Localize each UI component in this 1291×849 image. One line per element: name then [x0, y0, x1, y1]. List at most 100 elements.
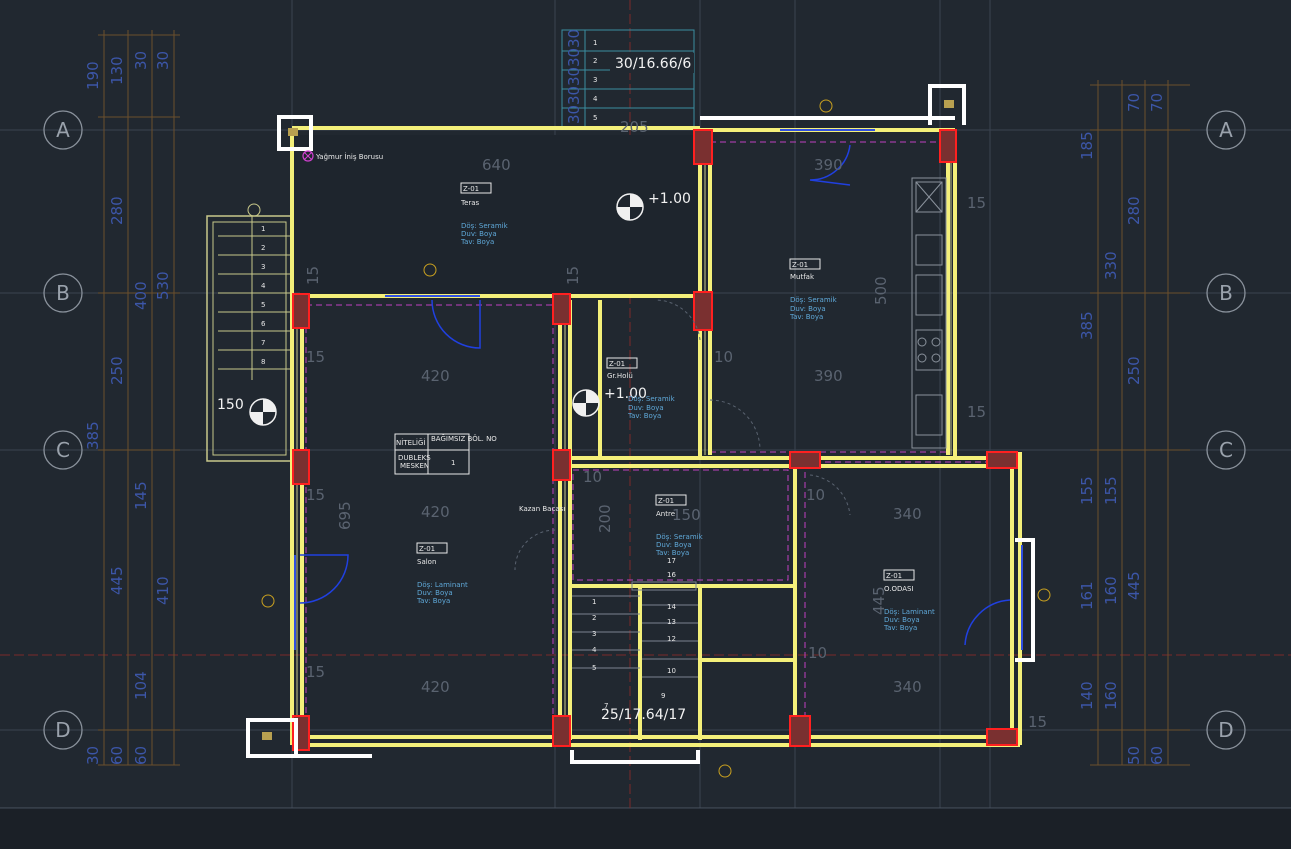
- dim-left-12: 104: [132, 671, 150, 700]
- dim-left-7: 250: [108, 356, 126, 385]
- table-cell-2: 1: [451, 459, 455, 467]
- unit-info-table[interactable]: NİTELİĞİ BAĞIMSIZ BÖL. NO DUBLEKS MESKEN…: [394, 433, 497, 475]
- boiler-flue-label: Kazan Bacası: [519, 505, 565, 513]
- bottom-stair-step-3: 3: [592, 630, 596, 638]
- grid-b-left: B: [56, 281, 70, 305]
- dim-right-11: 160: [1102, 576, 1120, 605]
- dim-left-5: 400: [132, 281, 150, 310]
- room-antre-wall: Duv: Boya: [656, 541, 692, 549]
- room-teras-wall: Duv: Boya: [461, 230, 497, 238]
- left-stair-step-8: 8: [261, 358, 265, 366]
- cad-drawing-viewport[interactable]: 190 130 30 30 280 400 530 250 385 145 44…: [0, 0, 1291, 809]
- dim-left-14: 60: [108, 746, 126, 765]
- red-axis-lines: [0, 0, 1291, 808]
- room-tag-antre[interactable]: Z-01 Antre Döş: Seramik Duv: Boya Tav: B…: [655, 494, 704, 557]
- dim-left-8: 385: [84, 421, 102, 450]
- room-oodasi-ceil: Tav: Boya: [883, 624, 917, 632]
- top-stair-riser-3: 30: [565, 67, 583, 86]
- top-stair-label: 30/16.66/6: [615, 56, 691, 72]
- dim-15e: 15: [306, 663, 325, 681]
- right-dimension-chain: [1090, 80, 1190, 766]
- dim-left-3b: 30: [154, 51, 172, 70]
- top-stair-riser-4: 30: [565, 86, 583, 105]
- dim-150: 150: [672, 506, 701, 524]
- room-tag-mutfak[interactable]: Z-01 Mutfak Döş: Seramik Duv: Boya Tav: …: [789, 258, 838, 321]
- room-oodasi-name: O.ODASI: [884, 585, 914, 593]
- room-mutfak-floor: Döş: Seramik: [790, 296, 838, 304]
- bottom-stair-step-13: 13: [667, 618, 676, 626]
- top-stair-step-5: 5: [593, 114, 597, 122]
- right-dimension-labels: 185 70 70 280 330 385 250 155 155 161 16…: [1078, 93, 1166, 765]
- room-salon-code: Z-01: [419, 545, 435, 553]
- room-grholu-wall: Duv: Boya: [628, 404, 664, 412]
- rain-pipe-label: Yağmur İniş Borusu: [315, 152, 383, 161]
- left-stair-step-2: 2: [261, 244, 265, 252]
- dim-500: 500: [872, 276, 890, 305]
- room-fills: [300, 135, 698, 295]
- bottom-stair-step-4: 4: [592, 646, 597, 654]
- left-dimension-labels: 190 130 30 30 280 400 530 250 385 145 44…: [84, 51, 172, 765]
- dim-right-8: 155: [1078, 476, 1096, 505]
- dim-left-9: 145: [132, 481, 150, 510]
- room-teras-floor: Döş: Seramik: [461, 222, 509, 230]
- dim-10b: 10: [583, 468, 602, 486]
- top-stair-step-3: 3: [593, 76, 597, 84]
- grid-d-left: D: [55, 718, 70, 742]
- dim-left-4: 280: [108, 196, 126, 225]
- windows: [294, 129, 1023, 650]
- room-salon-ceil: Tav: Boya: [416, 597, 450, 605]
- room-salon-floor: Döş: Laminant: [417, 581, 468, 589]
- left-stair-step-7: 7: [261, 339, 265, 347]
- top-stair[interactable]: 1 2 3 4 5 30 30 30 30 30 30/16.66/6: [561, 29, 695, 129]
- room-tag-salon[interactable]: Z-01 Salon Döş: Laminant Duv: Boya Tav: …: [416, 542, 468, 605]
- grid-b-right: B: [1219, 281, 1233, 305]
- dim-695: 695: [336, 501, 354, 530]
- kitchen-counter: [911, 177, 947, 449]
- inner-dimension-labels: 640 390 420 390 420 340 420 340 500 695 …: [304, 118, 1047, 731]
- room-mutfak-name: Mutfak: [790, 273, 815, 281]
- dim-right-12: 445: [1125, 571, 1143, 600]
- room-oodasi-floor: Döş: Laminant: [884, 608, 935, 616]
- room-antre-code: Z-01: [658, 497, 674, 505]
- dim-10c: 10: [806, 486, 825, 504]
- rain-pipe-icon: [302, 150, 314, 162]
- grid-a-right: A: [1219, 118, 1233, 142]
- left-dimension-chain: [98, 30, 180, 766]
- table-cell-1b: MESKEN: [400, 462, 429, 470]
- section-markers: [261, 99, 1051, 778]
- status-bar: [0, 808, 1291, 849]
- bottom-stair-step-14: 14: [667, 603, 676, 611]
- grid-c-left: C: [56, 438, 70, 462]
- bottom-stair-step-9: 9: [661, 692, 665, 700]
- dim-right-15: 50: [1125, 746, 1143, 765]
- left-stair[interactable]: 1 2 3 4 5 6 7 8 150: [206, 203, 293, 462]
- room-antre-name: Antre: [656, 510, 675, 518]
- grid-bubbles: [43, 110, 1246, 750]
- room-antre-ceil: Tav: Boya: [655, 549, 689, 557]
- grid-d-right: D: [1218, 718, 1233, 742]
- terrace-level: +1.00: [648, 191, 691, 207]
- room-tag-oodasi[interactable]: Z-01 O.ODASI Döş: Laminant Duv: Boya Tav…: [883, 569, 935, 632]
- dim-left-10: 445: [108, 566, 126, 595]
- table-header-1: NİTELİĞİ: [396, 438, 425, 447]
- grid-a-left: A: [56, 118, 70, 142]
- room-antre-floor: Döş: Seramik: [656, 533, 704, 541]
- bottom-stair[interactable]: 1 2 3 4 5 7 9 10 12 13 14 16 17 25/17.64…: [572, 557, 698, 723]
- dim-390a: 390: [814, 156, 843, 174]
- room-tag-grholu[interactable]: Z-01 Gr.Holü Döş: Seramik Duv: Boya Tav:…: [606, 357, 676, 420]
- level-marker-hall: +1.00: [572, 386, 647, 417]
- top-stair-riser-1: 30: [565, 29, 583, 48]
- dim-15f: 15: [1028, 713, 1047, 731]
- dim-right-4: 280: [1125, 196, 1143, 225]
- dim-15g: 15: [967, 194, 986, 212]
- dim-10d: 10: [808, 644, 827, 662]
- room-teras-ceil: Tav: Boya: [460, 238, 494, 246]
- dim-left-11: 410: [154, 576, 172, 605]
- floor-plan-canvas[interactable]: 190 130 30 30 280 400 530 250 385 145 44…: [0, 0, 1291, 809]
- room-tag-teras[interactable]: Z-01 Teras Döş: Seramik Duv: Boya Tav: B…: [460, 182, 509, 246]
- grid-bubble-labels: A A B B C C D D: [55, 118, 1233, 742]
- left-stair-step-3: 3: [261, 263, 265, 271]
- dim-left-6: 530: [154, 271, 172, 300]
- left-stair-step-1: 1: [261, 225, 265, 233]
- room-oodasi-code: Z-01: [886, 572, 902, 580]
